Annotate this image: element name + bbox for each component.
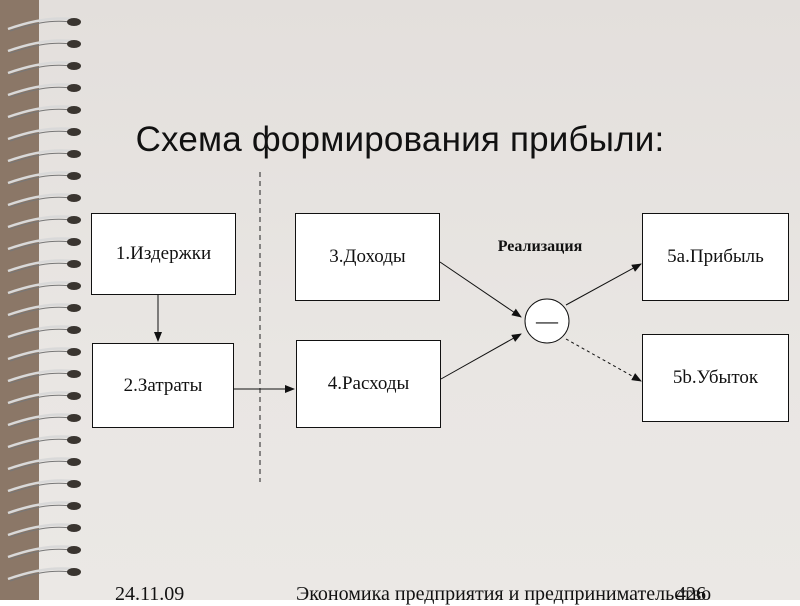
minus-operator-circle <box>524 298 570 344</box>
spiral-ring-hole <box>67 150 81 158</box>
spiral-ring-hole <box>67 84 81 92</box>
spiral-ring-hole <box>67 326 81 334</box>
spiral-binding <box>7 17 81 582</box>
footer-date: 24.11.09 <box>115 583 185 605</box>
box-costs: 1.Издержки <box>91 213 236 295</box>
spiral-ring-hole <box>67 392 81 400</box>
spiral-ring-hole <box>67 546 81 554</box>
spiral-ring-hole <box>67 128 81 136</box>
spiral-ring-hole <box>67 260 81 268</box>
spiral-ring-hole <box>67 370 81 378</box>
spiral-ring-hole <box>67 568 81 576</box>
spiral-ring-hole <box>67 216 81 224</box>
spiral-ring-hole <box>67 282 81 290</box>
spiral-ring-hole <box>67 436 81 444</box>
arrow-operator-to-profit <box>565 263 642 306</box>
box-profit: 5a.Прибыль <box>642 213 789 301</box>
spiral-ring-hole <box>67 348 81 356</box>
spiral-ring-hole <box>67 172 81 180</box>
spiral-ring-hole <box>67 40 81 48</box>
spiral-ring-hole <box>67 18 81 26</box>
realization-label: Реализация <box>497 238 583 255</box>
spiral-ring-hole <box>67 480 81 488</box>
spiral-ring-hole <box>67 194 81 202</box>
minus-operator-symbol: — <box>535 308 559 333</box>
spiral-ring-hole <box>67 458 81 466</box>
spiral-ring-hole <box>67 502 81 510</box>
arrow-income-to-operator <box>439 261 522 318</box>
spiral-ring-hole <box>67 106 81 114</box>
page-title: Схема формирования прибыли: <box>135 120 665 159</box>
box-income: 3.Доходы <box>295 213 440 301</box>
box-loss: 5b.Убыток <box>642 334 789 422</box>
arrow-spending-to-operator <box>440 333 522 380</box>
box-spending: 4.Расходы <box>296 340 441 428</box>
spiral-ring-hole <box>67 304 81 312</box>
spiral-ring-hole <box>67 414 81 422</box>
spiral-ring-hole <box>67 524 81 532</box>
spiral-ring-hole <box>67 62 81 70</box>
box-expenses: 2.Затраты <box>92 343 234 428</box>
footer-page-number: 426 <box>676 583 706 605</box>
arrow-operator-to-loss <box>565 338 642 382</box>
spiral-ring-hole <box>67 238 81 246</box>
footer-title: Экономика предприятия и предпринимательс… <box>296 583 712 605</box>
